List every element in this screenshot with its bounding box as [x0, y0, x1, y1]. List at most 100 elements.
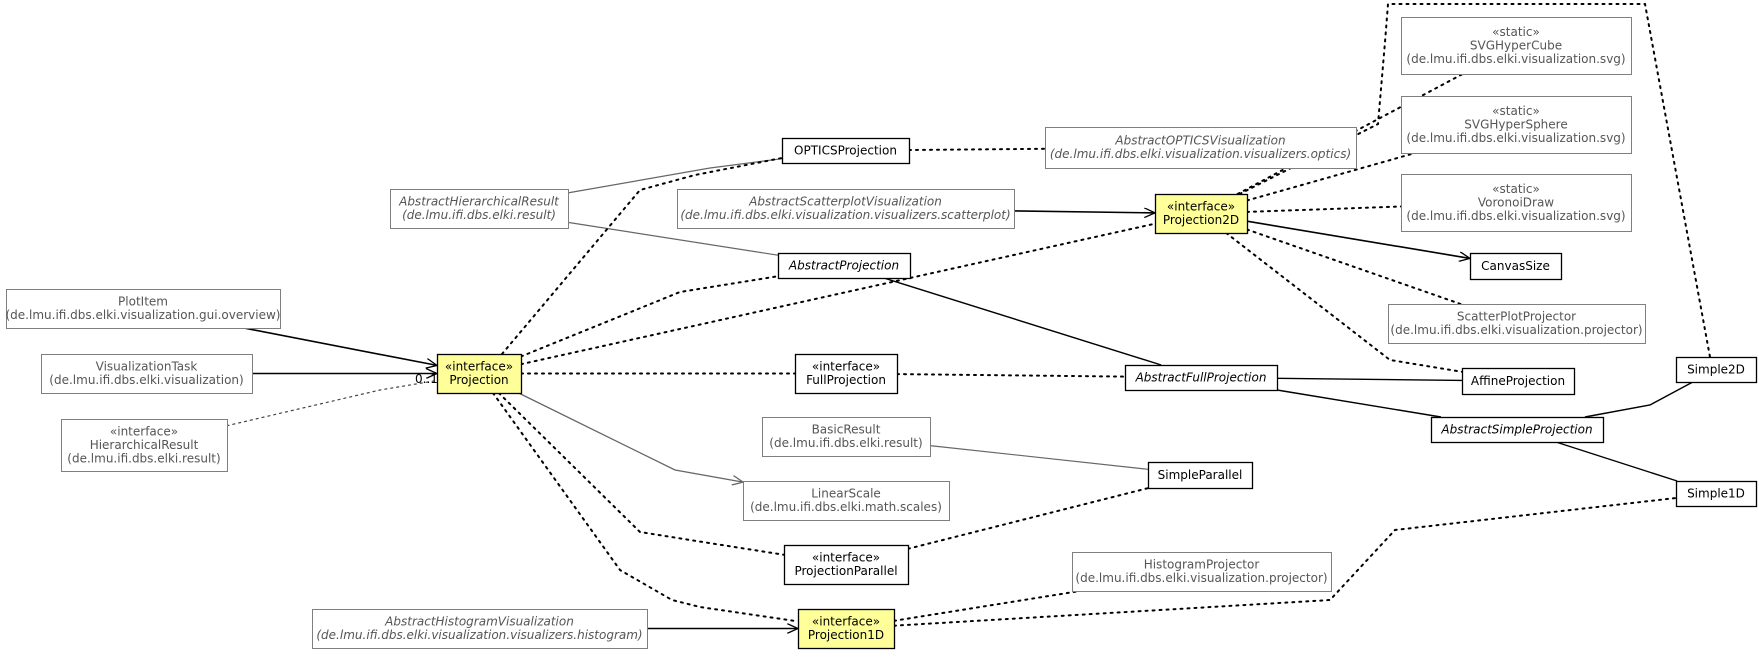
class-node-abstractfullprojection[interactable]: AbstractFullProjection [1124, 364, 1279, 392]
class-name-label: Simple1D [1687, 486, 1745, 500]
class-node-affineprojection[interactable]: AffineProjection [1461, 367, 1576, 396]
class-node-basicresult[interactable]: BasicResult(de.lmu.ifi.dbs.elki.result) [762, 417, 931, 457]
class-name-label: SVGHyperSphere [1464, 117, 1567, 131]
edge-fullprojection-to-abstractfullprojection [896, 373, 1126, 378]
class-node-linearscale[interactable]: LinearScale(de.lmu.ifi.dbs.elki.math.sca… [743, 481, 950, 521]
class-name-label: VisualizationTask [96, 360, 198, 374]
node-layer: PlotItem(de.lmu.ifi.dbs.elki.visualizati… [6, 17, 1758, 650]
class-box-basicresult [762, 417, 931, 457]
edge-abstractprojection-to-abstractfullprojection [883, 277, 1162, 366]
package-label: (de.lmu.ifi.dbs.elki.visualization.proje… [1075, 571, 1327, 585]
class-box-abstractprojection [777, 252, 912, 280]
class-box-voronoidraw [1401, 174, 1632, 232]
stereotype-label: «static» [1492, 104, 1540, 118]
class-name-label: HistogramProjector [1144, 558, 1260, 572]
class-node-voronoidraw[interactable]: «static»VoronoiDraw(de.lmu.ifi.dbs.elki.… [1401, 174, 1632, 232]
class-node-fullprojection[interactable]: «interface»FullProjection [794, 353, 899, 395]
edge-projectionparallel-to-simpleparallel [907, 487, 1150, 550]
edge-projection-to-abstractprojection [520, 275, 779, 358]
class-node-simple2d[interactable]: Simple2D [1675, 356, 1758, 384]
stereotype-label: «static» [1492, 25, 1540, 39]
edge-projection1d-to-simple1d [893, 497, 1677, 627]
package-label: (de.lmu.ifi.dbs.elki.visualization.svg) [1406, 52, 1625, 66]
edge-projection2d-to-voronoidraw [1246, 205, 1402, 213]
stereotype-label: «interface» [1167, 200, 1235, 214]
stereotype-label: «interface» [445, 360, 513, 374]
edge-projection2d-to-svghypersphere [1246, 152, 1417, 202]
package-label: (de.lmu.ifi.dbs.elki.visualization.svg) [1406, 131, 1625, 145]
edge-abstractfullprojection-to-abstractsimpleprojection [1276, 389, 1442, 418]
edge-hierarchicalresult-to-projection [226, 379, 438, 427]
class-box-affineprojection [1461, 367, 1576, 396]
class-box-svghypersphere [1401, 96, 1632, 154]
stereotype-label: «interface» [812, 360, 880, 374]
class-box-simple1d [1675, 480, 1758, 508]
class-node-histogramprojector[interactable]: HistogramProjector(de.lmu.ifi.dbs.elki.v… [1072, 552, 1332, 592]
class-node-abstracthierarchicalresult[interactable]: AbstractHierarchicalResult(de.lmu.ifi.db… [390, 189, 569, 229]
class-node-abstractopticsvisualization[interactable]: AbstractOPTICSVisualization(de.lmu.ifi.d… [1045, 127, 1357, 169]
class-box-linearscale [743, 481, 950, 521]
edge-abstractsimpleprojection-to-simple2d [1584, 381, 1694, 418]
edge-projection-to-opticsprojection [501, 157, 783, 355]
stereotype-label: «interface» [812, 615, 880, 629]
class-box-projection1d [797, 608, 896, 650]
edge-abstractscatterplotvisualization-to-projection2d [1013, 211, 1155, 213]
class-name-label: BasicResult [812, 423, 881, 437]
edge-projection-to-projectionparallel [497, 392, 785, 556]
package-label: (de.lmu.ifi.dbs.elki.result) [402, 208, 556, 222]
class-name-label: CanvasSize [1481, 259, 1550, 273]
class-node-plotitem[interactable]: PlotItem(de.lmu.ifi.dbs.elki.visualizati… [6, 289, 281, 329]
class-node-abstractscatterplotvisualization[interactable]: AbstractScatterplotVisualization(de.lmu.… [677, 189, 1015, 229]
class-box-canvassize [1469, 252, 1563, 281]
class-node-opticsprojection[interactable]: OPTICSProjection [781, 137, 911, 165]
package-label: (de.lmu.ifi.dbs.elki.visualization.visua… [316, 628, 642, 642]
class-node-abstracthistogramvisualization[interactable]: AbstractHistogramVisualization(de.lmu.if… [312, 609, 648, 649]
class-node-svghypersphere[interactable]: «static»SVGHyperSphere(de.lmu.ifi.dbs.el… [1401, 96, 1632, 154]
class-node-simpleparallel[interactable]: SimpleParallel [1147, 461, 1254, 490]
class-box-opticsprojection [781, 137, 911, 165]
class-name-label: AbstractFullProjection [1135, 370, 1267, 384]
class-box-histogramprojector [1072, 552, 1332, 592]
class-node-abstractsimpleprojection[interactable]: AbstractSimpleProjection [1430, 416, 1605, 444]
class-box-svghypercube [1401, 17, 1632, 75]
package-label: (de.lmu.ifi.dbs.elki.math.scales) [750, 500, 942, 514]
edge-abstracthierarchicalresult-to-opticsprojection [567, 158, 783, 194]
class-name-label: AbstractSimpleProjection [1440, 422, 1592, 436]
class-box-abstractfullprojection [1124, 364, 1279, 392]
class-name-label: SVGHyperCube [1470, 38, 1562, 52]
class-node-projectionparallel[interactable]: «interface»ProjectionParallel [783, 544, 910, 586]
class-name-label: FullProjection [806, 373, 886, 387]
class-node-projection[interactable]: «interface»Projection [436, 353, 523, 395]
class-box-plotitem [6, 289, 281, 329]
stereotype-label: «static» [1492, 182, 1540, 196]
class-box-fullprojection [794, 353, 899, 395]
class-node-projection1d[interactable]: «interface»Projection1D [797, 608, 896, 650]
class-box-simple2d [1675, 356, 1758, 384]
class-node-scatterplotprojector[interactable]: ScatterPlotProjector(de.lmu.ifi.dbs.elki… [1388, 304, 1646, 344]
class-node-hierarchicalresult[interactable]: «interface»HierarchicalResult(de.lmu.ifi… [61, 419, 228, 472]
class-node-projection2d[interactable]: «interface»Projection2D [1154, 193, 1249, 235]
class-name-label: AbstractProjection [788, 258, 899, 272]
class-name-label: ProjectionParallel [794, 564, 897, 578]
class-node-simple1d[interactable]: Simple1D [1675, 480, 1758, 508]
package-label: (de.lmu.ifi.dbs.elki.visualization.gui.o… [6, 308, 281, 322]
class-box-projectionparallel [783, 544, 910, 586]
class-box-scatterplotprojector [1388, 304, 1646, 344]
class-box-abstracthierarchicalresult [390, 189, 569, 229]
class-box-abstractsimpleprojection [1430, 416, 1605, 444]
class-node-canvassize[interactable]: CanvasSize [1469, 252, 1563, 281]
package-label: (de.lmu.ifi.dbs.elki.visualization.svg) [1406, 209, 1625, 223]
class-node-visualizationtask[interactable]: VisualizationTask(de.lmu.ifi.dbs.elki.vi… [41, 354, 253, 394]
package-label: (de.lmu.ifi.dbs.elki.visualization.visua… [1050, 147, 1351, 161]
class-box-abstractopticsvisualization [1045, 127, 1357, 169]
package-label: (de.lmu.ifi.dbs.elki.result) [769, 436, 922, 450]
class-name-label: AbstractHistogramVisualization [384, 615, 574, 629]
class-node-abstractprojection[interactable]: AbstractProjection [777, 252, 912, 280]
class-name-label: HierarchicalResult [90, 438, 199, 452]
class-name-label: AbstractOPTICSVisualization [1114, 134, 1285, 148]
class-node-svghypercube[interactable]: «static»SVGHyperCube(de.lmu.ifi.dbs.elki… [1401, 17, 1632, 75]
edge-plotitem-to-projection [243, 327, 437, 365]
class-box-projection [436, 353, 523, 395]
package-label: (de.lmu.ifi.dbs.elki.visualization) [49, 373, 243, 387]
